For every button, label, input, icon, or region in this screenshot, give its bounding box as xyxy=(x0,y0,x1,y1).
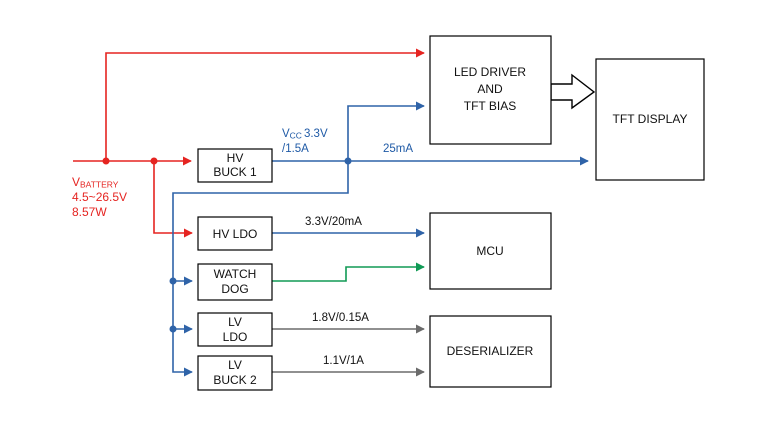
deserializer-label: DESERIALIZER xyxy=(447,344,534,358)
vcc-current-label: /1.5A xyxy=(282,143,309,155)
battery-junction-dot xyxy=(150,157,158,165)
battery-junction-dot xyxy=(102,157,110,165)
mcu-supply-label: 3.3V/20mA xyxy=(305,216,362,228)
led-driver-label-line3: TFT BIAS xyxy=(464,99,516,113)
led-driver-label-line2: AND xyxy=(477,82,503,96)
battery-to-hv-ldo-wire xyxy=(153,161,193,238)
battery-voltage-range: 4.5~26.5V xyxy=(72,190,127,204)
lv-buck-label-line2: BUCK 2 xyxy=(213,373,257,387)
watchdog-to-mcu-wire xyxy=(272,262,425,282)
led-driver-label-line1: LED DRIVER xyxy=(454,65,526,79)
lv-ldo-output-label: 1.8V/0.15A xyxy=(312,312,369,324)
mcu-label: MCU xyxy=(476,244,503,258)
mcu-block: MCU xyxy=(429,212,552,290)
vcc-junction-dot xyxy=(344,157,352,165)
deserializer-block: DESERIALIZER xyxy=(429,315,552,388)
lv-buck-label-line1: LV xyxy=(228,358,242,372)
hv-buck-label-line2: BUCK 1 xyxy=(213,165,257,179)
lv-buck-output-label: 1.1V/1A xyxy=(323,355,364,367)
lv-ldo-label-line1: LV xyxy=(228,315,242,329)
tft-display-label: TFT DISPLAY xyxy=(613,112,688,126)
battery-label-main: VBATTERY xyxy=(72,175,119,190)
battery-rail xyxy=(73,48,425,238)
vcc-junction-dot xyxy=(169,325,177,333)
hv-ldo-label: HV LDO xyxy=(213,227,258,241)
vcc-to-led-driver-wire xyxy=(347,101,425,161)
battery-label: VBATTERY 4.5~26.5V 8.57W xyxy=(72,175,127,219)
tft-display-block: TFT DISPLAY xyxy=(595,58,705,181)
watchdog-block: WATCH DOG xyxy=(197,263,273,301)
watchdog-label-line2: DOG xyxy=(221,282,248,296)
led-driver-to-tft-arrow xyxy=(550,73,596,110)
vcc-to-lv-buck-wire xyxy=(172,161,349,377)
lv-ldo-block: LV LDO xyxy=(197,312,273,347)
hv-ldo-block: HV LDO xyxy=(197,216,273,251)
battery-power: 8.57W xyxy=(72,205,107,219)
battery-to-led-driver-wire xyxy=(105,48,425,161)
vcc-junction-dot xyxy=(169,277,177,285)
vcc-rail xyxy=(169,101,589,377)
hv-buck-label-line1: HV xyxy=(227,151,244,165)
lv-ldo-label-line2: LDO xyxy=(223,330,248,344)
led-driver-block: LED DRIVER AND TFT BIAS xyxy=(429,35,552,145)
hv-buck-block: HV BUCK 1 xyxy=(197,148,273,183)
watchdog-label-line1: WATCH xyxy=(214,267,257,281)
tft-current-label: 25mA xyxy=(383,143,413,155)
lv-buck-block: LV BUCK 2 xyxy=(197,355,273,391)
